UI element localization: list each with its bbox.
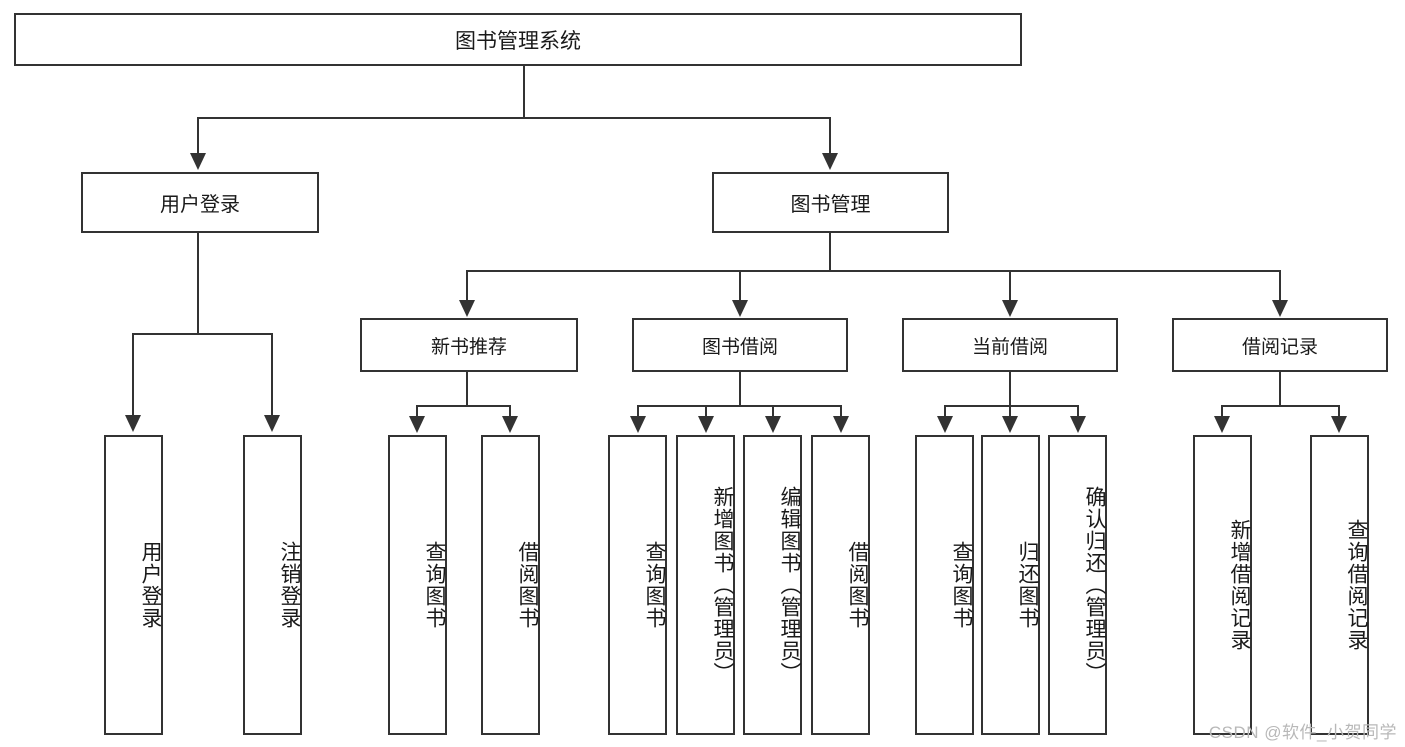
node-new-book-recommend[interactable]: 新书推荐 <box>360 318 578 372</box>
leaf-label: 查询图书 <box>643 541 666 629</box>
connector-borrowrecords-drop-2 <box>1338 405 1340 418</box>
node-book-management[interactable]: 图书管理 <box>712 172 949 233</box>
connector-userlogin-bar <box>132 333 271 335</box>
leaf-label: 查询图书 <box>423 541 446 629</box>
connector-bookborrow-drop-2 <box>705 405 707 418</box>
arrow-level2-1 <box>459 300 475 317</box>
arrow-borrowrecords-2 <box>1331 416 1347 433</box>
leaf-query-borrow-record[interactable]: 查询借阅记录 <box>1310 435 1369 735</box>
arrow-newbook-1 <box>409 416 425 433</box>
connector-borrowrecords-bar <box>1221 405 1339 407</box>
node-root-system[interactable]: 图书管理系统 <box>14 13 1022 66</box>
leaf-query-book-borrow[interactable]: 查询图书 <box>608 435 667 735</box>
connector-level1-drop-left <box>197 117 199 155</box>
arrow-bookborrow-3 <box>765 416 781 433</box>
node-label: 用户登录 <box>160 194 240 216</box>
leaf-label: 借阅图书 <box>846 541 869 629</box>
arrow-userlogin-1 <box>125 415 141 432</box>
connector-currentborrow-drop-2 <box>1009 405 1011 418</box>
leaf-user-login[interactable]: 用户登录 <box>104 435 163 735</box>
node-label: 图书管理系统 <box>455 29 581 53</box>
arrow-userlogin-2 <box>264 415 280 432</box>
arrow-borrowrecords-1 <box>1214 416 1230 433</box>
node-label: 当前借阅 <box>971 336 1048 358</box>
leaf-label: 借阅图书 <box>516 541 539 629</box>
connector-bookmgmt-trunk <box>829 233 831 270</box>
leaf-label: 确认归还（管理员） <box>1083 486 1106 684</box>
connector-userlogin-trunk <box>197 233 199 333</box>
arrow-currentborrow-3 <box>1070 416 1086 433</box>
leaf-user-logout[interactable]: 注销登录 <box>243 435 302 735</box>
connector-currentborrow-bar <box>944 405 1079 407</box>
arrow-currentborrow-1 <box>937 416 953 433</box>
connector-bookborrow-drop-4 <box>840 405 842 418</box>
connector-bookborrow-bar <box>637 405 841 407</box>
connector-root-trunk <box>523 66 525 117</box>
node-label: 图书管理 <box>790 194 871 216</box>
leaf-label: 用户登录 <box>139 541 162 629</box>
connector-userlogin-drop-1 <box>132 333 134 417</box>
arrow-level1-right <box>822 153 838 170</box>
connector-newbook-drop-1 <box>416 405 418 418</box>
arrow-level2-4 <box>1272 300 1288 317</box>
arrow-level1-left <box>190 153 206 170</box>
connector-currentborrow-trunk <box>1009 372 1011 405</box>
leaf-label: 归还图书 <box>1016 541 1039 629</box>
connector-level2-drop-1 <box>466 270 468 302</box>
leaf-borrow-book-recommend[interactable]: 借阅图书 <box>481 435 540 735</box>
leaf-add-book-admin[interactable]: 新增图书（管理员） <box>676 435 735 735</box>
connector-level2-drop-3 <box>1009 270 1011 302</box>
leaf-return-book[interactable]: 归还图书 <box>981 435 1040 735</box>
arrow-currentborrow-2 <box>1002 416 1018 433</box>
node-label: 借阅记录 <box>1241 336 1318 358</box>
connector-newbook-drop-2 <box>509 405 511 418</box>
arrow-bookborrow-4 <box>833 416 849 433</box>
arrow-level2-3 <box>1002 300 1018 317</box>
leaf-label: 查询借阅记录 <box>1345 519 1368 651</box>
node-user-login[interactable]: 用户登录 <box>81 172 319 233</box>
leaf-borrow-book[interactable]: 借阅图书 <box>811 435 870 735</box>
connector-bookborrow-drop-3 <box>772 405 774 418</box>
leaf-add-borrow-record[interactable]: 新增借阅记录 <box>1193 435 1252 735</box>
connector-currentborrow-drop-3 <box>1077 405 1079 418</box>
leaf-label: 查询图书 <box>950 541 973 629</box>
watermark: CSDN @软件_小贺同学 <box>1208 723 1397 742</box>
leaf-query-book-recommend[interactable]: 查询图书 <box>388 435 447 735</box>
leaf-confirm-return-admin[interactable]: 确认归还（管理员） <box>1048 435 1107 735</box>
connector-level1-drop-right <box>829 117 831 155</box>
node-book-borrow[interactable]: 图书借阅 <box>632 318 848 372</box>
connector-bookborrow-trunk <box>739 372 741 405</box>
node-current-borrow[interactable]: 当前借阅 <box>902 318 1118 372</box>
connector-currentborrow-drop-1 <box>944 405 946 418</box>
node-borrow-records[interactable]: 借阅记录 <box>1172 318 1388 372</box>
connector-borrowrecords-trunk <box>1279 372 1281 405</box>
connector-bookborrow-drop-1 <box>637 405 639 418</box>
leaf-label: 新增图书（管理员） <box>711 486 734 684</box>
connector-borrowrecords-drop-1 <box>1221 405 1223 418</box>
arrow-bookborrow-2 <box>698 416 714 433</box>
leaf-label: 新增借阅记录 <box>1228 519 1251 651</box>
arrow-level2-2 <box>732 300 748 317</box>
leaf-query-book-current[interactable]: 查询图书 <box>915 435 974 735</box>
arrow-newbook-2 <box>502 416 518 433</box>
connector-level2-drop-2 <box>739 270 741 302</box>
connector-level2-bar <box>466 270 1281 272</box>
connector-level2-drop-4 <box>1279 270 1281 302</box>
arrow-bookborrow-1 <box>630 416 646 433</box>
leaf-label: 注销登录 <box>278 541 301 629</box>
node-label: 新书推荐 <box>430 336 507 358</box>
node-label: 图书借阅 <box>701 336 778 358</box>
connector-newbook-bar <box>416 405 510 407</box>
connector-level1-bar <box>197 117 831 119</box>
connector-userlogin-drop-2 <box>271 333 273 417</box>
leaf-label: 编辑图书（管理员） <box>778 486 801 684</box>
leaf-edit-book-admin[interactable]: 编辑图书（管理员） <box>743 435 802 735</box>
connector-newbook-trunk <box>466 372 468 405</box>
